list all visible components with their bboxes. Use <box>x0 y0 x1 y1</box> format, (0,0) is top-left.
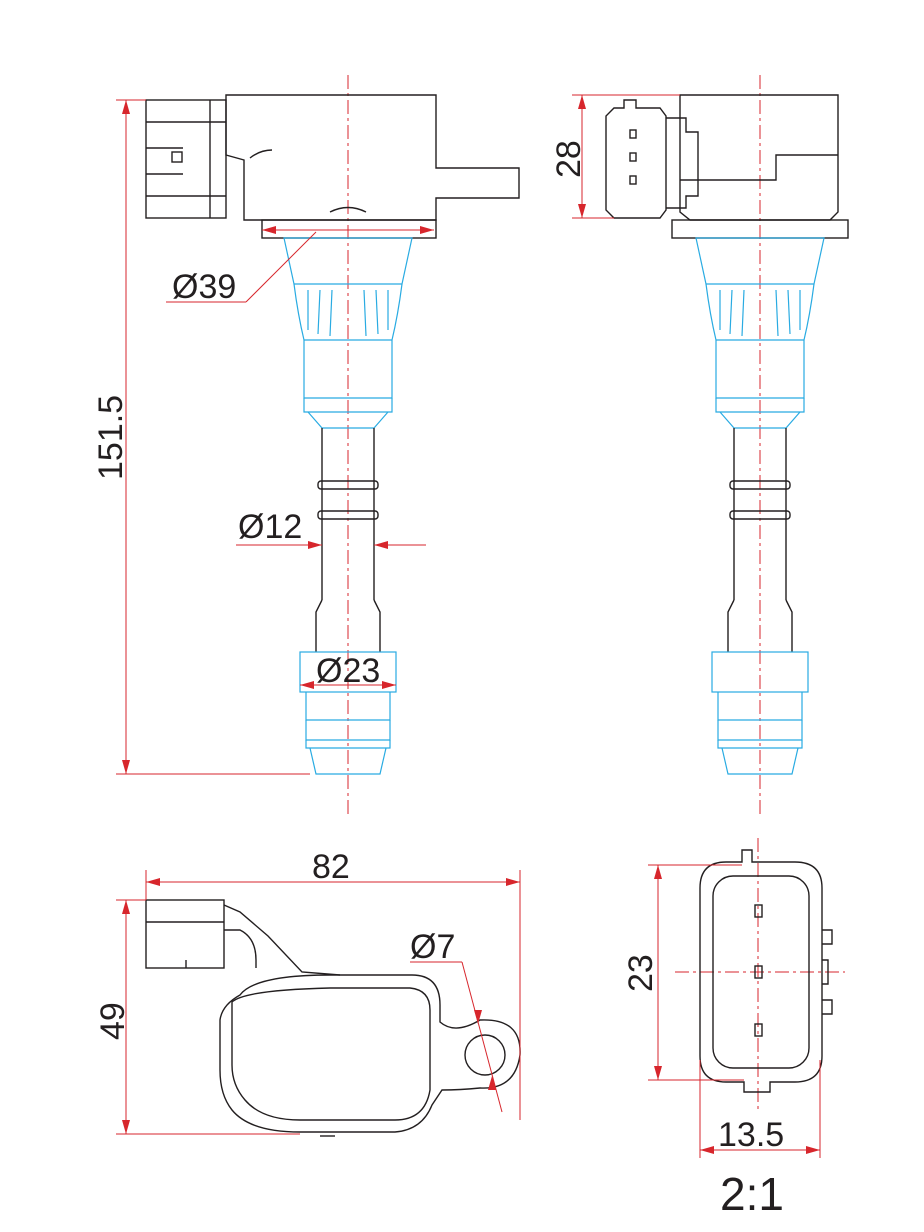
dim-length-151-5: 151.5 <box>92 395 130 480</box>
top-view <box>145 899 521 1137</box>
side-view <box>605 75 849 815</box>
dim-height-49: 49 <box>94 1002 132 1040</box>
side-view-housing <box>671 94 849 239</box>
top-view-mount-hole <box>464 1034 506 1076</box>
drawing-scale: 2:1 <box>720 1168 784 1220</box>
connector-end-view <box>675 838 845 1112</box>
front-view-housing <box>225 94 520 239</box>
dim-height-23: 23 <box>622 954 660 992</box>
front-view-tube <box>315 428 381 652</box>
top-view-connector <box>145 899 225 969</box>
front-view-boot <box>283 237 413 429</box>
dim-width-82: 82 <box>312 848 350 886</box>
front-view-connector <box>145 99 227 219</box>
connector-end-view-housing <box>699 849 833 1093</box>
side-view-plug-end <box>711 651 809 775</box>
side-view-connector <box>605 99 699 219</box>
dim-width-13-5: 13.5 <box>718 1116 784 1154</box>
top-view-body <box>219 974 521 1133</box>
side-view-boot <box>695 237 825 429</box>
dimension-lines <box>116 94 821 1158</box>
front-view-plug-end <box>299 651 397 775</box>
dim-diameter-12: Ø12 <box>238 508 302 546</box>
front-view <box>145 75 520 815</box>
dim-diameter-39: Ø39 <box>172 268 236 306</box>
dim-height-28: 28 <box>550 140 588 178</box>
dim-diameter-23: Ø23 <box>316 652 380 690</box>
side-view-tube <box>727 428 793 652</box>
dim-diameter-7: Ø7 <box>410 928 455 966</box>
